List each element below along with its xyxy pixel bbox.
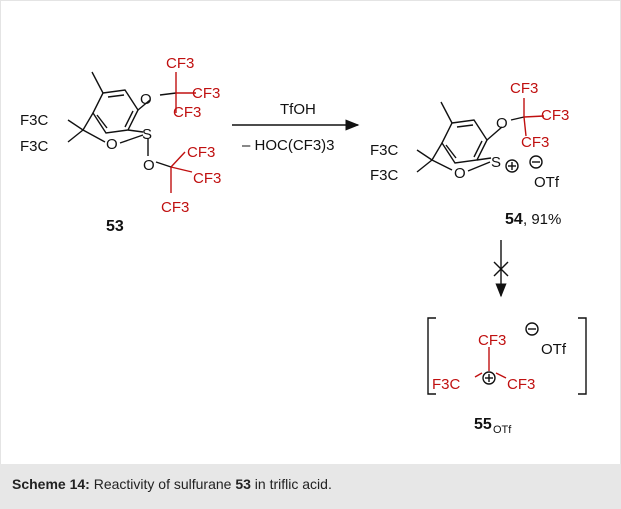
caption-label: Scheme 14: bbox=[12, 476, 90, 492]
caption-text: Reactivity of sulfurane bbox=[89, 476, 236, 492]
reagent-tfoh: TfOH bbox=[280, 101, 316, 118]
compound-number-55: 55 bbox=[474, 416, 492, 433]
reaction-scheme: O S O O F3C F3C CF3 CF3 CF3 CF3 CF3 CF3 … bbox=[20, 55, 587, 436]
group-cf3: CF3 bbox=[192, 85, 220, 102]
negative-charge-icon bbox=[525, 322, 539, 336]
atom-s: S bbox=[142, 126, 152, 143]
group-f3c: F3C bbox=[20, 138, 49, 155]
atom-o: O bbox=[106, 136, 118, 153]
atom-o: O bbox=[496, 115, 508, 132]
positive-charge-icon bbox=[505, 159, 519, 173]
compound-54-structure: O S O F3C F3C CF3 CF3 CF3 OTf 54 , 91% bbox=[370, 80, 569, 228]
atom-o: O bbox=[454, 165, 466, 182]
caption-text-end: in triflic acid. bbox=[250, 476, 332, 492]
counterion-otf: OTf bbox=[541, 341, 567, 358]
caption-bar bbox=[0, 464, 621, 509]
right-bracket bbox=[578, 317, 587, 395]
compound-55-subscript: OTf bbox=[493, 424, 512, 436]
group-cf3: CF3 bbox=[187, 144, 215, 161]
atom-s: S bbox=[491, 154, 501, 171]
reaction-arrow: TfOH – HOC(CF3)3 bbox=[232, 101, 360, 154]
caption-compound: 53 bbox=[235, 476, 251, 492]
compound-number-53: 53 bbox=[106, 218, 124, 235]
atom-o: O bbox=[143, 157, 155, 174]
compound-53-structure: O S O O F3C F3C CF3 CF3 CF3 CF3 CF3 CF3 … bbox=[20, 55, 221, 235]
group-cf3: CF3 bbox=[173, 104, 201, 121]
group-cf3: CF3 bbox=[478, 332, 506, 349]
group-f3c: F3C bbox=[370, 167, 399, 184]
atom-o: O bbox=[140, 91, 152, 108]
group-cf3: CF3 bbox=[161, 199, 189, 216]
group-cf3: CF3 bbox=[521, 134, 549, 151]
reagent-byproduct: – HOC(CF3)3 bbox=[242, 137, 335, 154]
group-f3c: F3C bbox=[432, 376, 461, 393]
left-bracket bbox=[427, 317, 436, 395]
group-f3c: F3C bbox=[20, 112, 49, 129]
counterion-otf: OTf bbox=[534, 174, 560, 191]
group-cf3: CF3 bbox=[193, 170, 221, 187]
figure-caption: Scheme 14: Reactivity of sulfurane 53 in… bbox=[12, 476, 332, 492]
group-cf3: CF3 bbox=[507, 376, 535, 393]
compound-number-54: 54 bbox=[505, 211, 523, 228]
scheme-frame bbox=[0, 0, 621, 465]
compound-54-yield: , 91% bbox=[523, 211, 561, 228]
group-f3c: F3C bbox=[370, 142, 399, 159]
positive-charge-icon bbox=[482, 371, 496, 385]
group-cf3: CF3 bbox=[166, 55, 194, 72]
negative-charge-icon bbox=[529, 155, 543, 169]
blocked-reaction-arrow bbox=[493, 240, 509, 298]
group-cf3: CF3 bbox=[541, 107, 569, 124]
compound-55-structure: CF3 F3C CF3 OTf 55 OTf bbox=[427, 317, 587, 436]
group-cf3: CF3 bbox=[510, 80, 538, 97]
